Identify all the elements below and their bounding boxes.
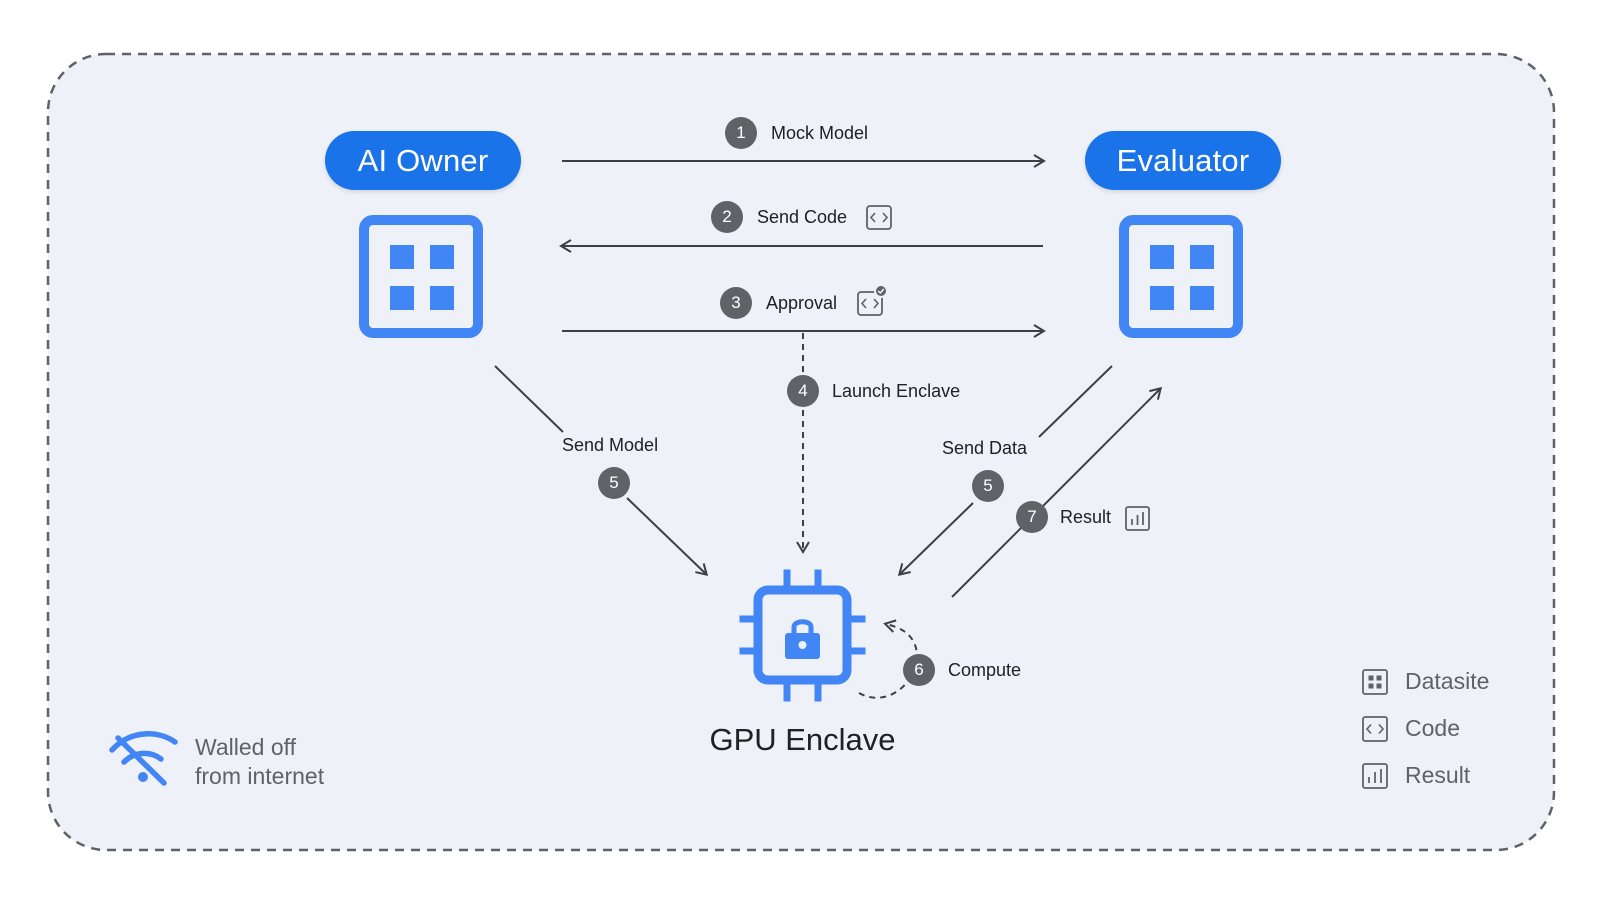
arrow-send-model-head bbox=[626, 497, 709, 577]
arrow-compute-loop bbox=[858, 619, 918, 699]
approved-code-icon bbox=[857, 284, 888, 316]
step-1-badge: 1 bbox=[725, 117, 757, 149]
step-1-label: Mock Model bbox=[771, 123, 869, 143]
step-5-send-data-badge: 5 bbox=[972, 470, 1004, 502]
wifi-off-icon bbox=[109, 731, 178, 786]
gpu-chip-lock-icon bbox=[739, 569, 866, 702]
step-7-label: Result bbox=[1060, 507, 1112, 527]
arrow-result bbox=[951, 386, 1163, 598]
code-icon bbox=[866, 205, 892, 230]
walled-boundary bbox=[46, 52, 1556, 852]
step-7-badge: 7 bbox=[1016, 501, 1048, 533]
step-3-badge: 3 bbox=[720, 287, 752, 319]
step-2-label: Send Code bbox=[757, 207, 848, 227]
walled-off-notice: Walled off from internet bbox=[195, 733, 324, 791]
evaluator-pill: Evaluator bbox=[1085, 131, 1281, 190]
result-icon bbox=[1125, 506, 1150, 531]
step-2-badge: 2 bbox=[711, 201, 743, 233]
legend-code-icon bbox=[1362, 716, 1388, 742]
gpu-enclave-title: GPU Enclave bbox=[709, 722, 896, 757]
ai-owner-datasite-icon bbox=[359, 215, 483, 338]
legend-datasite-label: Datasite bbox=[1405, 668, 1490, 694]
legend-result-label: Result bbox=[1405, 762, 1471, 788]
legend-datasite-icon bbox=[1362, 669, 1388, 695]
walled-off-line-1: Walled off bbox=[195, 734, 296, 760]
step-6-badge: 6 bbox=[903, 654, 935, 686]
step-5-send-model-badge: 5 bbox=[598, 467, 630, 499]
ai-owner-label: AI Owner bbox=[357, 142, 489, 178]
step-6-label: Compute bbox=[948, 660, 1022, 680]
ai-owner-pill: AI Owner bbox=[325, 131, 521, 190]
step-4-badge: 4 bbox=[787, 375, 819, 407]
step-5-send-model-label: Send Model bbox=[562, 435, 659, 455]
walled-off-line-2: from internet bbox=[195, 763, 325, 789]
step-5-send-data-label: Send Data bbox=[942, 438, 1028, 458]
evaluator-label: Evaluator bbox=[1116, 142, 1250, 178]
arrow-send-data bbox=[1038, 365, 1113, 438]
evaluator-datasite-icon bbox=[1119, 215, 1243, 338]
step-4-label: Launch Enclave bbox=[832, 381, 961, 401]
arrow-send-data-head bbox=[897, 502, 974, 577]
step-3-label: Approval bbox=[766, 293, 838, 313]
legend-result-icon bbox=[1362, 763, 1388, 789]
arrow-send-model bbox=[494, 365, 564, 433]
legend-code-label: Code bbox=[1405, 715, 1460, 741]
